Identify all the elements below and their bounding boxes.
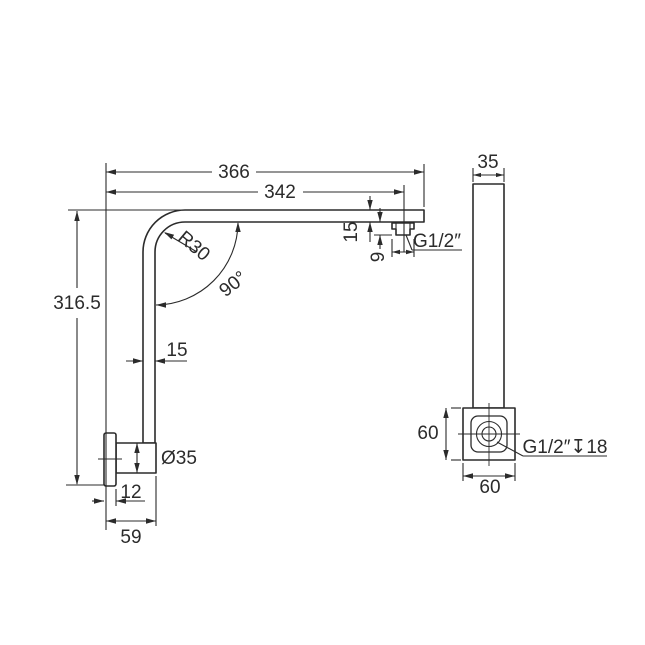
dim-flange-width: 60 [462,463,516,498]
dim-overall-height: 316.5 [53,209,188,486]
dim-label-15-end: 15 [341,221,362,242]
dim-width-to-outlet: 342 [106,182,405,252]
dim-label-15-arm: 15 [166,340,187,361]
label-inlet-thread: G1/2″↧18 [496,437,608,458]
dim-label-g12-outlet: G1/2″ [413,231,461,252]
dim-base-length: 59 [106,476,157,548]
dim-label-g12-inlet: G1/2″↧18 [523,437,608,458]
dim-outlet-drop: 9 [368,208,392,262]
dim-label-35: 35 [477,152,498,173]
dim-plate-thickness: 12 [92,482,145,506]
dim-label-60-width: 60 [479,477,500,498]
dim-label-d35: Ø35 [161,448,197,469]
dim-arm-end-height: 15 [341,196,373,243]
dim-flange-height: 60 [417,407,461,461]
arm-side-profile [472,183,505,409]
outlet-nozzle [391,222,415,236]
dim-label-12: 12 [120,482,141,503]
dim-arm-width: 35 [472,152,505,182]
wall-plate [103,432,117,487]
dim-label-r30: R30 [174,227,214,265]
dim-label-59: 59 [120,527,141,548]
side-view: 35 60 60 G1/2″↧18 [417,152,607,498]
dim-bend-radius: R30 [164,227,214,266]
dim-label-342: 342 [264,182,296,203]
dim-label-366: 366 [218,162,250,183]
dim-label-316-5: 316.5 [53,293,101,314]
dim-outlet-width [391,239,415,257]
dim-base-diameter: Ø35 [134,443,197,473]
shower-arm-outline [142,209,425,444]
dim-label-9: 9 [368,252,389,263]
front-view: 366 342 316.5 R30 [53,162,462,548]
dim-arm-thickness: 15 [126,340,188,364]
label-outlet-thread: G1/2″ [405,231,462,252]
dim-overall-width: 366 [105,162,425,530]
dim-label-60-height: 60 [417,423,438,444]
